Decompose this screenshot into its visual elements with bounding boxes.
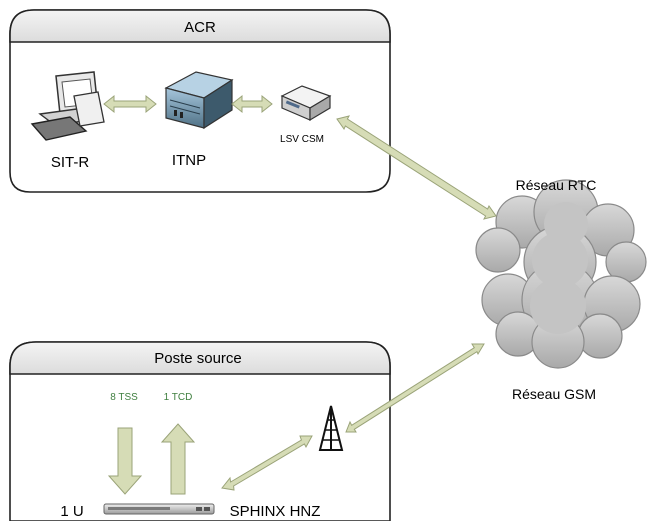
link-itnp-lsv bbox=[231, 94, 273, 114]
unit-label: 1 U bbox=[60, 503, 83, 520]
poste-source-box bbox=[9, 341, 391, 521]
sphinx-label: SPHINX HNZ bbox=[230, 503, 321, 520]
link-antenna-gsm bbox=[345, 343, 485, 433]
acr-title: ACR bbox=[184, 19, 216, 36]
link-lsv-rtc bbox=[336, 115, 497, 220]
tss-down-arrow bbox=[107, 427, 143, 495]
tcd-up-arrow bbox=[160, 423, 196, 495]
reseau-gsm-label: Réseau GSM bbox=[512, 386, 596, 402]
computer-icon bbox=[30, 71, 105, 141]
tss-label: 8 TSS bbox=[110, 392, 138, 403]
sit-r-label: SIT-R bbox=[51, 154, 90, 171]
modem-icon bbox=[280, 85, 332, 122]
reseau-rtc-label: Réseau RTC bbox=[516, 177, 597, 193]
antenna-icon bbox=[318, 405, 344, 451]
lsv-csm-label: LSV CSM bbox=[280, 134, 324, 145]
itnp-label: ITNP bbox=[172, 152, 206, 169]
tcd-label: 1 TCD bbox=[164, 392, 193, 403]
link-computer-itnp bbox=[103, 94, 157, 114]
poste-source-title: Poste source bbox=[154, 350, 242, 367]
cloud-icon bbox=[475, 179, 647, 369]
server-icon bbox=[164, 71, 234, 130]
device-bar-icon bbox=[103, 503, 215, 515]
link-device-antenna bbox=[221, 435, 313, 491]
